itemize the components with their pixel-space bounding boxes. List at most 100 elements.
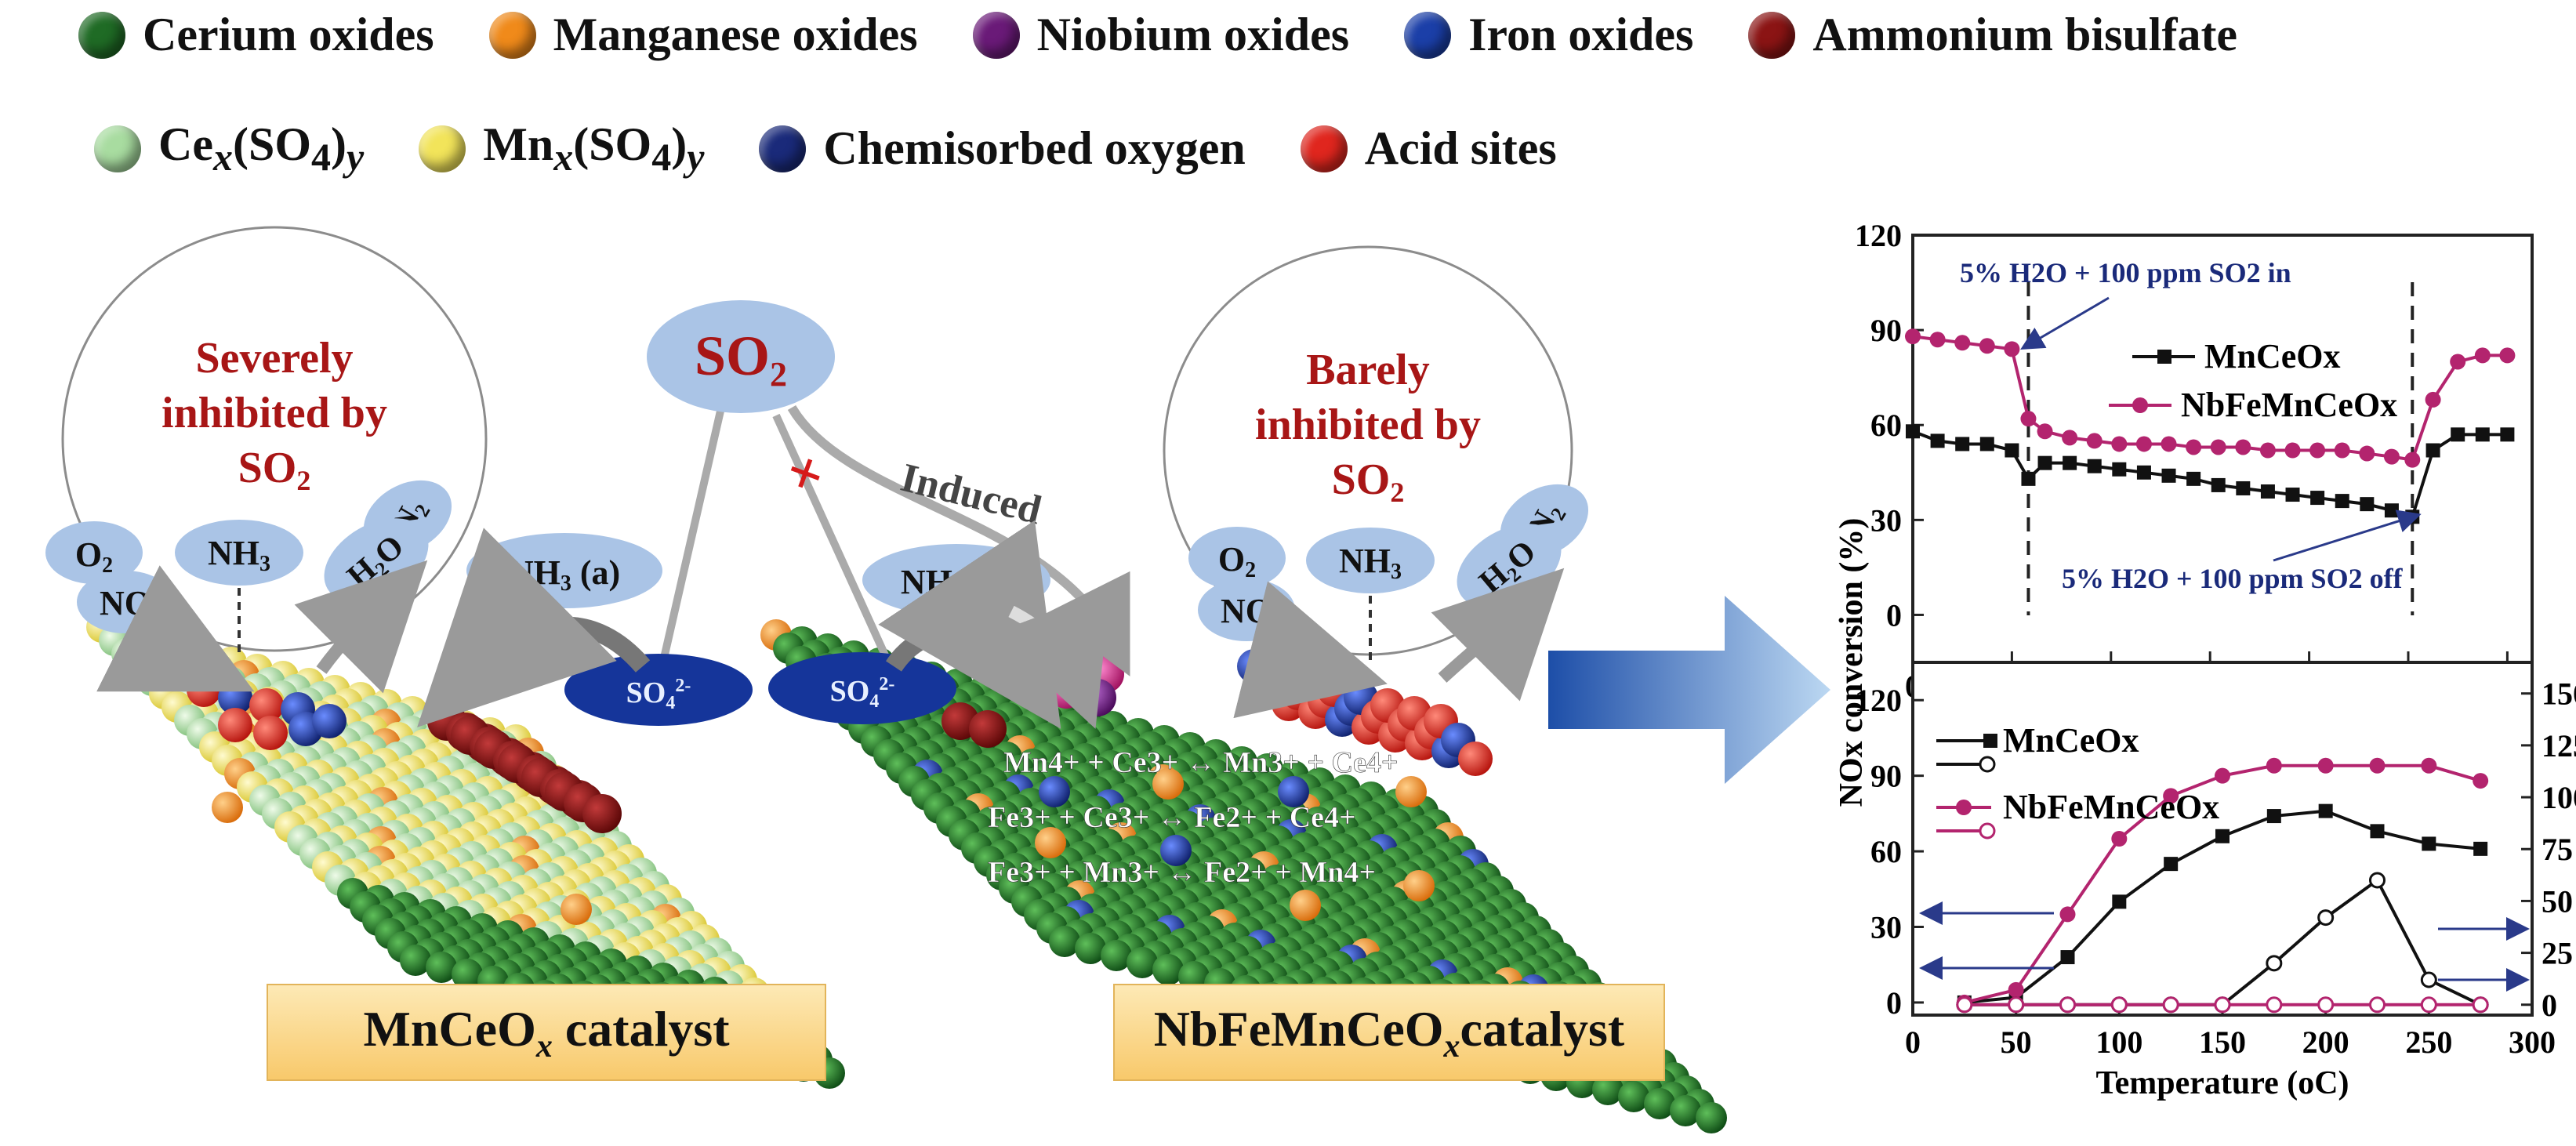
svg-text:NO: NO xyxy=(100,584,151,622)
left-bubble xyxy=(61,226,488,652)
data-point xyxy=(2309,442,2326,459)
mnceox-catalyst-label: MnCeOx catalyst xyxy=(267,984,826,1081)
legend-item-row2-0: Cex(SO4)y xyxy=(94,118,364,180)
data-point xyxy=(2086,433,2103,449)
data-point xyxy=(1906,424,1920,439)
data-point xyxy=(2474,347,2491,364)
y2-tick-label: 25 xyxy=(2542,936,2573,971)
data-point xyxy=(1954,335,1971,351)
data-point xyxy=(2235,439,2251,455)
y2-tick-label: 125 xyxy=(2542,728,2576,763)
temperature-chart: 0306090120050100150200250300025507510012… xyxy=(1834,518,2576,1101)
data-point xyxy=(2063,455,2077,470)
legend-dot-icon xyxy=(1300,125,1348,172)
data-point xyxy=(2266,996,2283,1014)
y-tick-label: 0 xyxy=(1886,597,1902,633)
legend-item-row1-4: Ammonium bisulfate xyxy=(1748,8,2237,62)
data-point xyxy=(2370,824,2385,839)
legend-item-row1-3: Iron oxides xyxy=(1404,8,1693,62)
data-point xyxy=(2317,909,2335,927)
data-point xyxy=(2008,981,2024,998)
data-point xyxy=(2008,996,2025,1014)
svg-text:Fe3+ + Ce3+ ↔ Fe2+ + Ce4+: Fe3+ + Ce3+ ↔ Fe2+ + Ce4+ xyxy=(988,801,1356,834)
data-point xyxy=(2317,757,2334,774)
data-point xyxy=(2215,829,2230,843)
data-point xyxy=(2266,809,2281,824)
legend-label: Chemisorbed oxygen xyxy=(823,122,1246,174)
x-axis-label: Temperature (oC) xyxy=(2095,1065,2349,1101)
data-point xyxy=(2004,341,2020,357)
data-point xyxy=(2005,443,2019,458)
y-tick-label: 60 xyxy=(1870,408,1902,443)
data-point xyxy=(2059,906,2076,923)
cross-mark: + xyxy=(777,435,834,512)
mnceox-lattice xyxy=(86,611,845,1089)
svg-text:NO: NO xyxy=(1221,592,1272,630)
data-point xyxy=(2135,436,2152,452)
data-point xyxy=(2186,471,2201,486)
legend-label: Cex(SO4)y xyxy=(158,118,365,179)
legend-item-row1-0: Cerium oxides xyxy=(78,8,434,62)
data-point xyxy=(2500,427,2515,442)
y2-tick-label: 100 xyxy=(2542,780,2576,815)
legend-dot-icon xyxy=(78,11,125,59)
data-point xyxy=(2360,497,2375,512)
left-no-arrow xyxy=(96,565,255,692)
data-point xyxy=(2369,996,2386,1014)
data-point xyxy=(2211,477,2226,492)
legend-label: Niobium oxides xyxy=(1036,9,1350,60)
data-point xyxy=(2384,503,2399,518)
redox-equations: Mn4+ + Ce3+ ↔ Mn3+ + Ce4+ Fe3+ + Ce3+ ↔ … xyxy=(988,746,1399,890)
time-on-stream-chart: 03060901200120240360480600720Reaction ti… xyxy=(1855,218,2534,738)
svg-text:Mn4+ + Ce3+ ↔ Mn3+ + Ce4+: Mn4+ + Ce3+ ↔ Mn3+ + Ce4+ xyxy=(1003,746,1399,779)
right-h2o-arrow xyxy=(1431,568,1565,702)
legend-item-row2-1: Mnx(SO4)y xyxy=(419,118,704,180)
x-tick-label: 50 xyxy=(2001,1025,2032,1060)
nbfemnceox-lattice xyxy=(760,619,1727,1133)
data-point xyxy=(2475,427,2490,442)
data-point xyxy=(2087,459,2102,473)
left-h2o-arrow xyxy=(294,560,428,694)
x-tick-label: 150 xyxy=(2199,1025,2246,1060)
data-point xyxy=(2335,494,2349,509)
legend-item-row1-2: Niobium oxides xyxy=(972,8,1350,62)
data-point xyxy=(1955,437,1970,452)
right-bubble-line1: Barely xyxy=(1306,346,1430,394)
left-bubble-line3: SO2 xyxy=(238,444,311,496)
legend-series-label: MnCeOx xyxy=(2003,721,2139,760)
data-point xyxy=(2136,465,2151,480)
y2-tick-label: 75 xyxy=(2542,832,2573,867)
y2-tick-label: 0 xyxy=(2542,988,2557,1023)
nbfemnceox-catalyst-label: NbFeMnCeOxcatalyst xyxy=(1113,984,1665,1081)
annotation-so2-off: 5% H2O + 100 ppm SO2 off xyxy=(2062,563,2404,594)
data-point xyxy=(2284,442,2301,459)
data-point xyxy=(2473,841,2488,856)
y-tick-label: 120 xyxy=(1855,218,1902,253)
data-point xyxy=(2210,439,2226,455)
data-point xyxy=(2421,757,2437,774)
legend-dot-icon xyxy=(419,125,466,172)
left-nh3a-arrow xyxy=(417,528,651,727)
legend-item-row1-1: Manganese oxides xyxy=(488,8,918,62)
data-point xyxy=(2425,391,2441,408)
data-point xyxy=(2112,462,2127,477)
x-tick-label: 0 xyxy=(1905,1025,1921,1060)
data-point xyxy=(2215,767,2230,784)
legend-item-row2-2: Chemisorbed oxygen xyxy=(759,121,1246,176)
left-bubble-line1: Severely xyxy=(195,334,353,383)
so2-line-left xyxy=(655,406,725,684)
legend-label: Cerium oxides xyxy=(143,9,434,60)
right-molecules: NH3 (a) SO42- O2 NO NH3 N2 H2O xyxy=(768,484,1589,724)
y-tick-label: 60 xyxy=(1870,834,1902,869)
y-tick-label: 90 xyxy=(1870,759,1902,794)
legend-item-row2-3: Acid sites xyxy=(1300,121,1557,176)
data-point xyxy=(2473,773,2489,789)
y-tick-label: 120 xyxy=(1855,683,1902,718)
y-tick-label: 30 xyxy=(1870,502,1902,538)
data-point xyxy=(1905,328,1921,345)
data-point xyxy=(1979,437,1994,452)
legend-label: Iron oxides xyxy=(1468,9,1694,60)
right-no-arrow xyxy=(1233,581,1388,719)
right-bubble-line3: SO2 xyxy=(1332,455,1405,508)
legend-dot-icon xyxy=(972,11,1020,59)
